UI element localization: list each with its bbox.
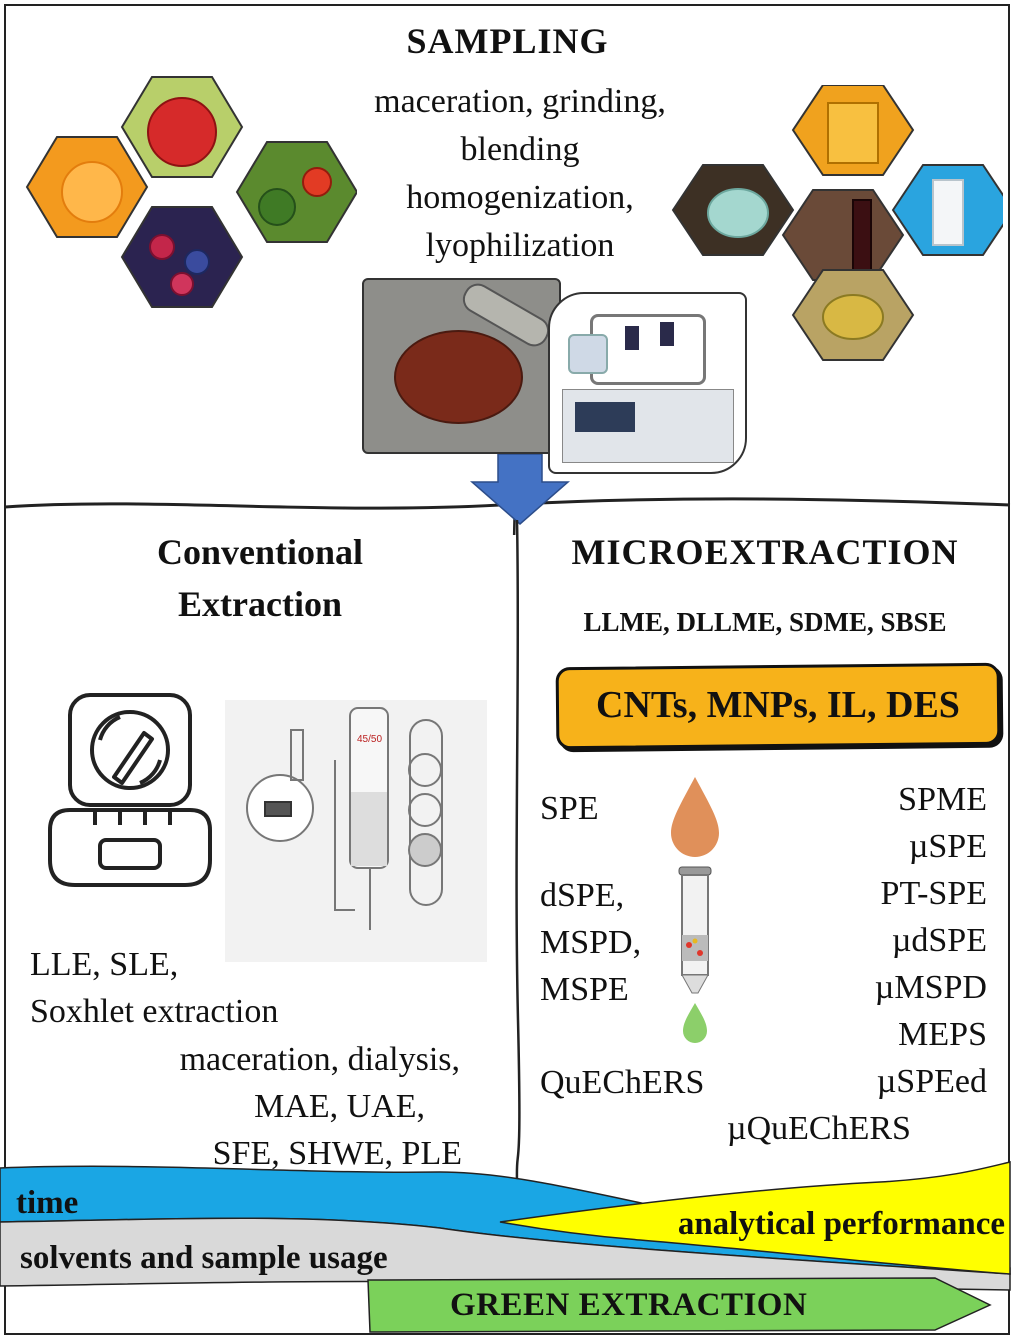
sampling-step: maceration, grinding, — [374, 83, 666, 120]
ultrasonic-bath-icon — [48, 693, 212, 887]
sampling-step: lyophilization — [425, 227, 615, 264]
time-label: time — [16, 1185, 79, 1221]
mortar-pestle-photo — [362, 278, 561, 454]
conventional-title-line: Extraction — [178, 584, 342, 624]
micro-spe-method: SPME — [898, 781, 987, 818]
sampling-steps: maceration, grinding, blending homogeniz… — [330, 78, 710, 270]
performance-label: analytical performance — [677, 1206, 1005, 1242]
soxhlet-apparatus-icon: 45/50 — [225, 700, 487, 962]
micro-spe-method: PT-SPE — [880, 875, 987, 912]
down-arrow — [470, 454, 570, 525]
conventional-method: LLE, SLE, — [30, 946, 179, 983]
vegetables-photo — [235, 141, 357, 243]
berries-photo — [120, 206, 244, 308]
trend-bands — [0, 1161, 1011, 1333]
conventional-method: MAE, UAE, — [254, 1088, 425, 1125]
freeze-dryer-photo — [548, 292, 747, 474]
micro-spe-method: µSPE — [908, 828, 987, 865]
wine-photo — [781, 189, 905, 281]
spe-cartridge-icon — [671, 777, 719, 1043]
figure-frame — [4, 4, 1010, 1335]
beverage-photo-collage — [671, 85, 1003, 361]
sampling-step: blending — [460, 131, 580, 168]
nanomaterials-label: CNTs, MNPs, IL, DES — [596, 684, 960, 726]
liquid-microextraction-list: LLME, DLLME, SDME, SBSE — [583, 607, 947, 637]
spe-method: MSPD, — [540, 924, 642, 961]
micro-spe-method: µSPEed — [876, 1063, 987, 1100]
spe-method: QuEChERS — [540, 1064, 705, 1101]
sampling-step: homogenization, — [406, 179, 634, 216]
microextraction-title: MICROEXTRACTION — [571, 532, 959, 572]
fruit-photo-collage — [25, 76, 357, 308]
micro-spe-method: MEPS — [898, 1016, 987, 1053]
conventional-method: Soxhlet extraction — [30, 993, 279, 1030]
spe-method: dSPE, — [540, 877, 625, 914]
spe-method: SPE — [540, 790, 599, 827]
spe-method: MSPE — [540, 971, 629, 1008]
micro-spe-method: µQuEChERS — [727, 1110, 911, 1147]
conventional-title-line: Conventional — [156, 532, 364, 572]
solvents-band — [0, 1217, 1011, 1291]
micro-spe-method: µdSPE — [891, 922, 987, 959]
micro-spe-method: µMSPD — [874, 969, 987, 1006]
vertical-divider — [514, 519, 521, 1181]
green-arrow — [367, 1277, 992, 1333]
solvents-label: solvents and sample usage — [20, 1240, 388, 1276]
conventional-method: maceration, dialysis, — [179, 1041, 460, 1078]
conventional-method: SFE, SHWE, PLE — [212, 1135, 462, 1172]
svg-text:45/50: 45/50 — [357, 734, 382, 745]
green-extraction-label: GREEN EXTRACTION — [450, 1287, 808, 1323]
conventional-title: Conventional Extraction — [10, 526, 510, 630]
sampling-title: SAMPLING — [406, 21, 609, 61]
performance-band — [499, 1161, 1011, 1275]
